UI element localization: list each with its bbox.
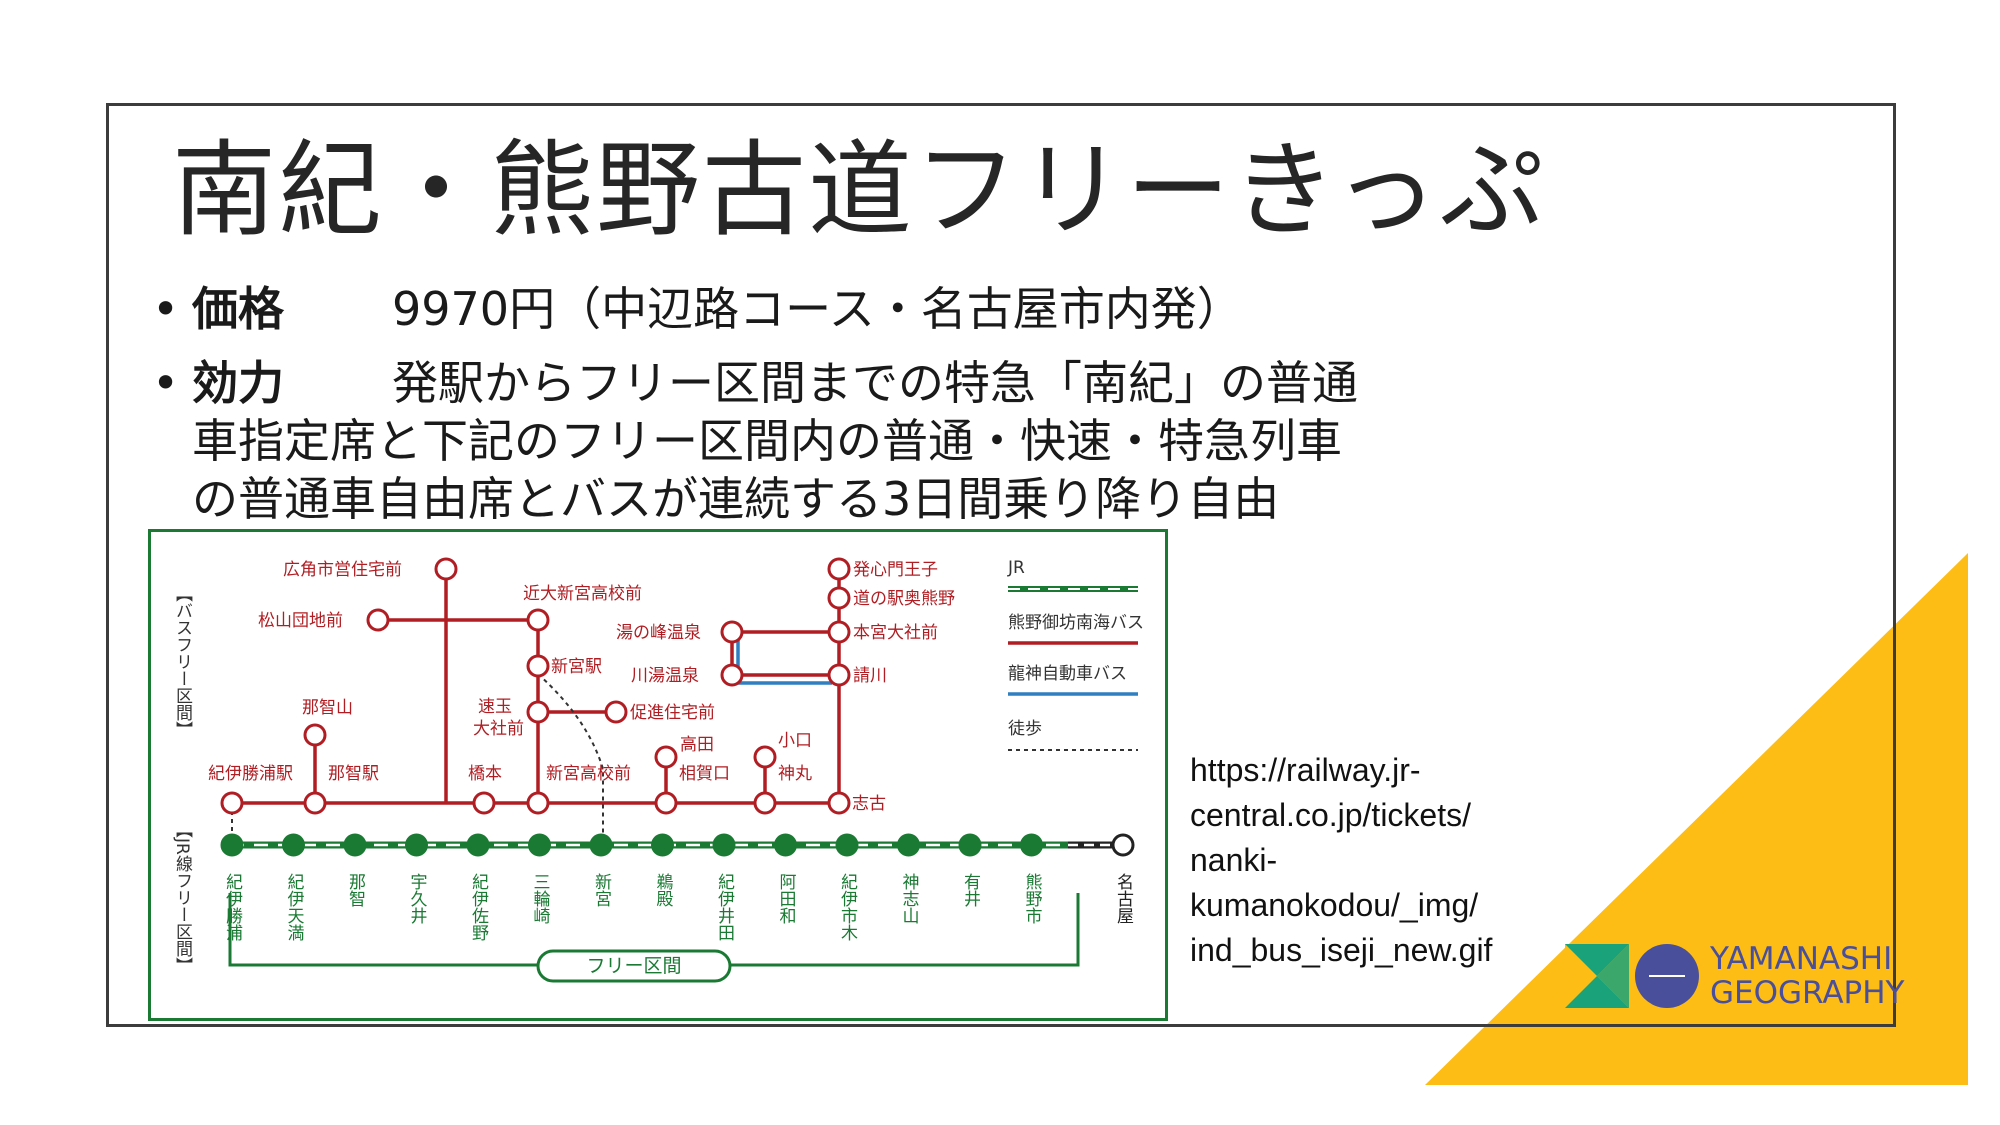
stop-nachisan: 那智山 — [302, 698, 353, 718]
jr-station-label: 宇久井 — [407, 873, 428, 924]
jr-station-label: 鵜殿 — [653, 873, 674, 907]
jr-station-dot — [589, 833, 613, 857]
source-url-line-1[interactable]: https://railway.jr- — [1190, 752, 1421, 788]
stop-hayatama-2: 大社前 — [473, 719, 524, 739]
effect-line-1: 発駅からフリー区間までの特急「南紀」の普通 — [392, 356, 1358, 410]
logo-text: YAMANASHI GEOGRAPHY — [1710, 942, 1904, 1010]
price-value: 9970円（中辺路コース・名古屋市内発） — [392, 282, 1243, 336]
logo-line-1: YAMANASHI — [1710, 941, 1893, 977]
stop-michinoeki: 道の駅奥熊野 — [853, 589, 955, 609]
jr-station-dot — [405, 833, 428, 857]
jr-station-dot — [1111, 833, 1135, 857]
stop-koguchi: 小口 — [778, 731, 812, 751]
bus-stop-circles — [220, 557, 851, 815]
stop-hirotsuno: 広角市営住宅前 — [283, 560, 402, 580]
free-section-badge-box — [536, 949, 732, 983]
yamanashi-geography-logo-mark — [1565, 944, 1699, 1008]
legend-jr: JR — [1007, 558, 1025, 578]
stop-takada: 高田 — [680, 735, 714, 755]
jr-station-dot — [528, 833, 551, 857]
jr-station-dot — [835, 833, 859, 857]
jr-station-label: 紀伊天満 — [284, 873, 305, 942]
bullet-effect: •効力 発駅からフリー区間までの特急「南紀」の普通 — [152, 354, 1358, 412]
effect-label: 効力 — [192, 356, 284, 410]
free-section-badge: フリー区間 — [586, 955, 681, 977]
stop-hayatama: 速玉 — [478, 697, 512, 717]
jr-station-label: 紀伊市木 — [837, 873, 858, 941]
jr-station-dot — [897, 833, 920, 857]
jr-station-label: 神志山 — [899, 873, 920, 924]
stop-kindai: 近大新宮高校前 — [523, 584, 642, 604]
walk-path — [537, 673, 604, 845]
source-url-line-5[interactable]: ind_bus_iseji_new.gif — [1190, 932, 1493, 968]
price-label: 価格 — [192, 282, 284, 336]
jr-station-dot — [712, 833, 736, 857]
jr-station-label: 那智 — [345, 873, 366, 907]
bullet-dot: • — [152, 356, 180, 410]
jr-station-label: 紀伊勝浦 — [222, 873, 243, 942]
jr-station-label: 有井 — [960, 873, 981, 907]
bullet-dot: • — [152, 282, 180, 336]
jr-station-label: 名古屋 — [1113, 873, 1134, 924]
jr-station-dot — [282, 833, 305, 857]
jr-station-dot — [343, 833, 367, 857]
bullet-price: •価格 9970円（中辺路コース・名古屋市内発） — [152, 280, 1243, 338]
jr-station-label: 紀伊井田 — [714, 873, 735, 941]
stop-ukegawa: 請川 — [853, 666, 887, 686]
jr-station-label: 阿田和 — [776, 873, 797, 924]
logo-line-2: GEOGRAPHY — [1710, 975, 1905, 1011]
stop-hashimoto: 橋本 — [468, 764, 502, 784]
legend-kumano-bus: 熊野御坊南海バス — [1008, 613, 1144, 633]
bus-stop-labels: 広角市営住宅前 松山団地前 近大新宮高校前 新宮駅 速玉 大社前 促進住宅前 那… — [208, 560, 955, 814]
stop-nachi-eki: 那智駅 — [328, 764, 379, 784]
jr-station-label: 熊野市 — [1022, 873, 1043, 924]
source-url-line-2[interactable]: central.co.jp/tickets/ — [1190, 797, 1471, 833]
stop-aigaguchi: 相賀口 — [679, 764, 730, 784]
jr-station-dot — [466, 833, 490, 857]
map-frame — [148, 529, 1168, 1021]
stop-hosshinmon: 発心門王子 — [853, 560, 938, 580]
jr-station-label: 新宮 — [591, 873, 612, 907]
stop-kannomaru: 神丸 — [778, 764, 812, 784]
stop-sokushin: 促進住宅前 — [630, 703, 715, 723]
jr-station-dot — [220, 833, 244, 857]
stop-matsuyama: 松山団地前 — [258, 611, 343, 631]
route-map: 【バスフリー区間】 【JR線フリー区間】 — [148, 529, 1168, 1021]
legend-walk: 徒歩 — [1008, 719, 1042, 739]
jr-station-label: 紀伊佐野 — [468, 873, 489, 941]
bus-section-label: 【バスフリー区間】 — [172, 585, 193, 738]
slide-frame — [106, 103, 1896, 1027]
legend-ryujin-bus: 龍神自動車バス — [1008, 664, 1127, 684]
jr-station-label: 三輪崎 — [530, 873, 551, 924]
jr-section-label: 【JR線フリー区間】 — [172, 821, 193, 974]
stop-kiikatsuura-eki: 紀伊勝浦駅 — [208, 764, 293, 784]
jr-station-dot — [774, 833, 797, 857]
stop-shingu-koko: 新宮高校前 — [546, 764, 631, 784]
effect-line-3: の普通車自由席とバスが連続する3日間乗り降り自由 — [192, 472, 1280, 526]
effect-line-2: 車指定席と下記のフリー区間内の普通・快速・特急列車 — [192, 414, 1342, 468]
jr-station-dot — [651, 833, 674, 857]
stop-hongu: 本宮大社前 — [853, 623, 938, 643]
source-url-line-3[interactable]: nanki- — [1190, 842, 1278, 878]
slide-title: 南紀・熊野古道フリーきっぷ — [172, 129, 1546, 251]
stop-yunomine: 湯の峰温泉 — [616, 623, 701, 643]
jr-station-group: 紀伊勝浦 紀伊天満 那智 宇久井 紀伊佐野 三輪崎 新宮 鵜殿 紀伊井田 阿田和 紀伊市木 神志山 有井… — [220, 833, 1135, 942]
stop-shingu-eki: 新宮駅 — [551, 657, 602, 677]
jr-station-dot — [1020, 833, 1043, 857]
jr-station-dot — [958, 833, 982, 857]
stop-kawayu: 川湯温泉 — [631, 666, 699, 686]
legend: JR 熊野御坊南海バス 龍神自動車バス 徒歩 — [1007, 558, 1144, 751]
source-url-line-4[interactable]: kumanokodou/_img/ — [1190, 887, 1479, 923]
stop-shiko: 志古 — [852, 794, 886, 814]
source-url[interactable]: https://railway.jr- central.co.jp/ticket… — [1190, 748, 1492, 973]
